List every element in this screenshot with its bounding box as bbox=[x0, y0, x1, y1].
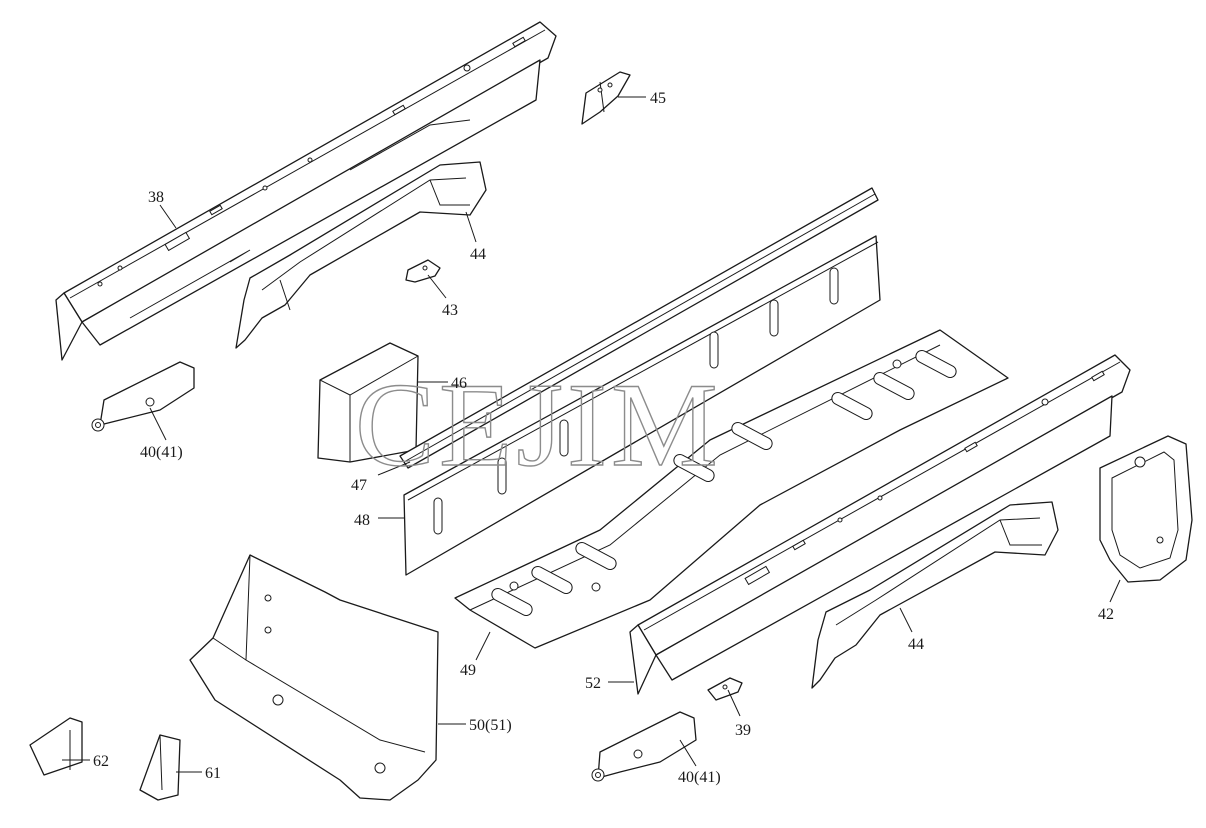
part-61-wedge bbox=[139, 734, 181, 801]
callout-44-lower: 44 bbox=[908, 636, 924, 653]
part-52-side-rail bbox=[629, 354, 1131, 695]
callout-45: 45 bbox=[650, 90, 666, 107]
watermark-text: CEJIM bbox=[355, 358, 722, 491]
callout-48: 48 bbox=[354, 512, 370, 529]
part-40-upper-hook bbox=[91, 361, 195, 432]
callout-62: 62 bbox=[93, 753, 109, 770]
callout-52: 52 bbox=[585, 675, 601, 692]
callout-39: 39 bbox=[735, 722, 751, 739]
part-40-lower-hook bbox=[591, 711, 697, 782]
callout-38: 38 bbox=[148, 189, 164, 206]
callout-42: 42 bbox=[1098, 606, 1114, 623]
callout-40-lower: 40(41) bbox=[678, 769, 721, 786]
part-42-end-frame bbox=[1099, 435, 1193, 583]
callout-50-51: 50(51) bbox=[469, 717, 512, 734]
callout-46: 46 bbox=[451, 375, 467, 392]
part-39-clip bbox=[707, 677, 743, 701]
callout-43: 43 bbox=[442, 302, 458, 319]
part-38-side-rail bbox=[55, 21, 557, 361]
callout-61: 61 bbox=[205, 765, 221, 782]
callout-49: 49 bbox=[460, 662, 476, 679]
callout-labels: 38 45 44 43 46 40(41) 47 48 42 44 49 52 … bbox=[93, 90, 1114, 786]
part-62-block bbox=[29, 717, 83, 776]
part-49-floor-panel bbox=[454, 329, 1009, 649]
leader-lines bbox=[62, 96, 1121, 773]
part-44-lower-bracket bbox=[811, 501, 1059, 689]
callout-44-upper: 44 bbox=[470, 246, 486, 263]
callout-40-upper: 40(41) bbox=[140, 444, 183, 461]
part-50-bulkhead bbox=[189, 554, 439, 801]
callout-47: 47 bbox=[351, 477, 367, 494]
part-48-crossmember bbox=[403, 235, 881, 576]
part-43-clip bbox=[405, 259, 441, 283]
part-44-upper-bracket bbox=[235, 161, 487, 349]
part-45-bracket bbox=[581, 71, 631, 125]
